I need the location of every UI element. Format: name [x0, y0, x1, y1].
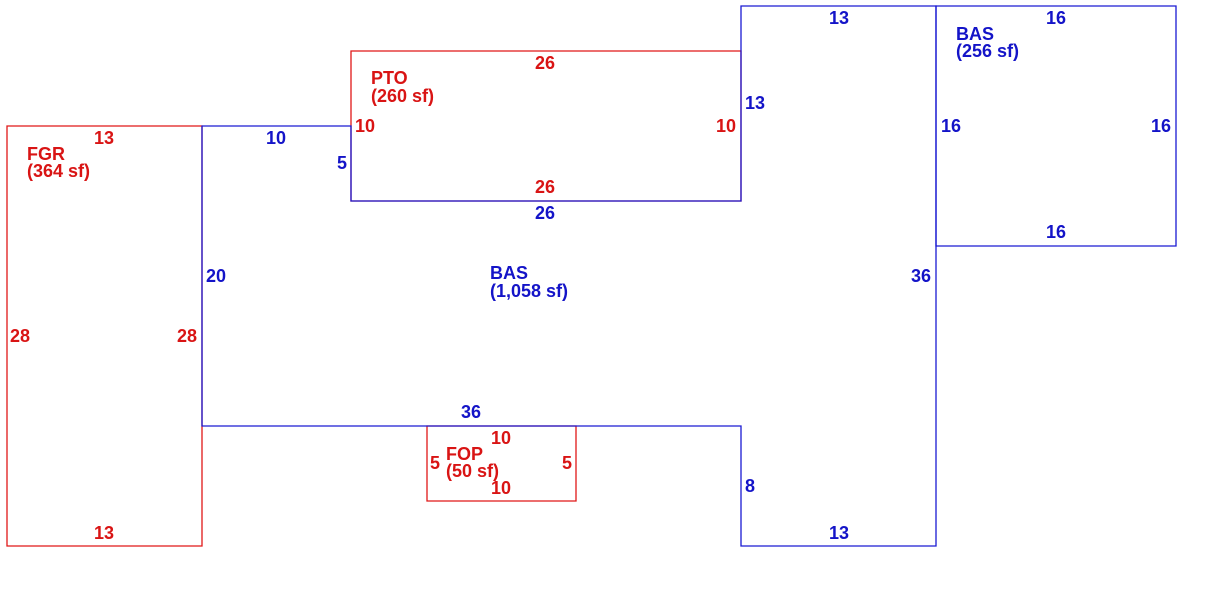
bas-main-dim-top-left: 10	[266, 128, 286, 148]
bas-main-name: BAS	[490, 263, 528, 283]
bas-main-dim-bottom-long: 36	[461, 402, 481, 422]
bas-main-dim-bottom-right: 13	[829, 523, 849, 543]
fgr-dim-left: 28	[10, 326, 30, 346]
pto-dim-top: 26	[535, 53, 555, 73]
fgr-dim-right: 28	[177, 326, 197, 346]
bas-main-dim-left: 20	[206, 266, 226, 286]
fop-name: FOP	[446, 444, 483, 464]
bas-small-outline	[935, 5, 1177, 247]
fop-dim-bottom: 10	[491, 478, 511, 498]
bas-main-dim-step-left: 5	[337, 153, 347, 173]
bas-main-dim-step-down: 8	[745, 476, 755, 496]
bas-main-dim-top-right: 13	[829, 8, 849, 28]
bas-main-dim-right: 36	[911, 266, 931, 286]
bas-main-dim-under-pto: 26	[535, 203, 555, 223]
pto-area: (260 sf)	[371, 86, 434, 106]
fop-area: (50 sf)	[446, 461, 499, 481]
fgr-outline	[6, 125, 203, 547]
pto-name: PTO	[371, 68, 408, 88]
fgr-dim-top: 13	[94, 128, 114, 148]
bas-small-dim-right: 16	[1151, 116, 1171, 136]
fgr-dim-bottom: 13	[94, 523, 114, 543]
bas-small-area: (256 sf)	[956, 41, 1019, 61]
fop-dim-left: 5	[430, 453, 440, 473]
fgr-name: FGR	[27, 144, 65, 164]
fop-dim-top: 10	[491, 428, 511, 448]
bas-small-dim-bottom: 16	[1046, 222, 1066, 242]
fgr-area: (364 sf)	[27, 161, 90, 181]
pto-dim-right: 10	[716, 116, 736, 136]
bas-main-dim-right-upper: 13	[745, 93, 765, 113]
bas-small-name: BAS	[956, 24, 994, 44]
bas-small-dim-top: 16	[1046, 8, 1066, 28]
bas-main-area: (1,058 sf)	[490, 281, 568, 301]
bas-small-dim-left: 16	[941, 116, 961, 136]
fop-dim-right: 5	[562, 453, 572, 473]
pto-dim-left: 10	[355, 116, 375, 136]
pto-dim-bottom: 26	[535, 177, 555, 197]
